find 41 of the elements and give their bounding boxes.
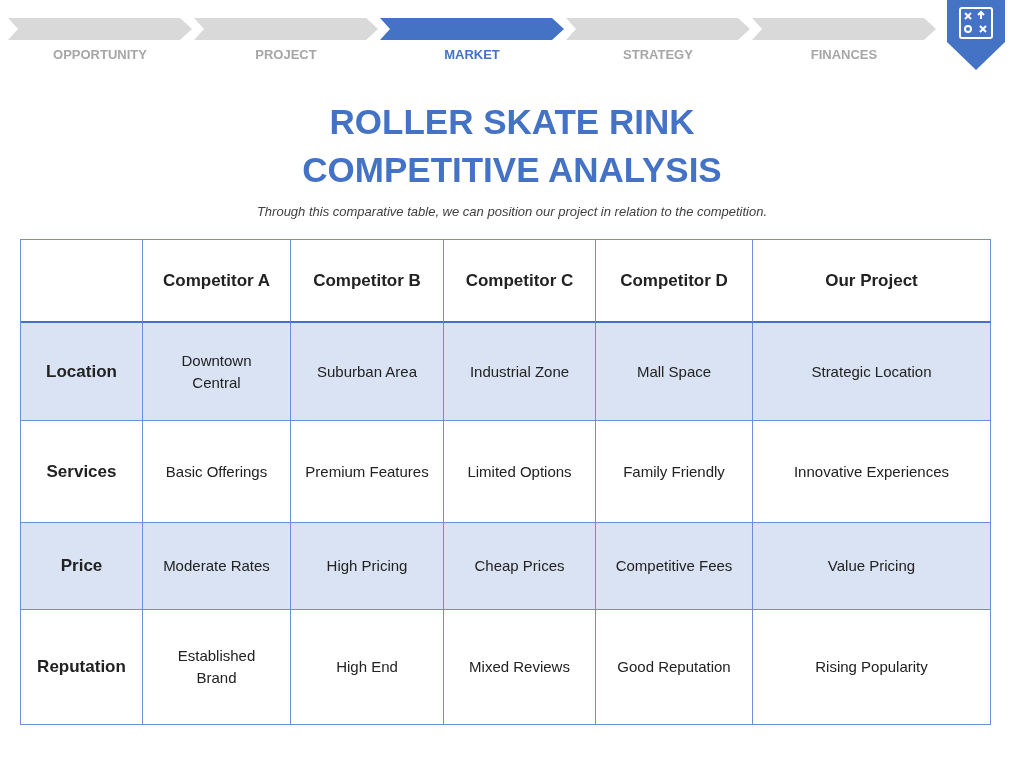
step-label: MARKET: [443, 47, 501, 62]
table-cell: Competitive Fees: [596, 523, 753, 610]
step-label: PROJECT: [254, 47, 318, 62]
table-cell: High End: [291, 610, 444, 725]
active-progress-step: [380, 18, 564, 40]
table-cell: Premium Features: [291, 421, 444, 523]
header-cell: Competitor C: [444, 240, 596, 323]
header-cell: Location: [21, 323, 143, 421]
table-cell: Established Brand: [143, 610, 291, 725]
step-label: FINANCES: [809, 47, 879, 62]
progress-step: [8, 18, 192, 40]
header-cell: Services: [21, 421, 143, 523]
header-cell: Our Project: [753, 240, 991, 323]
header-cell: Price: [21, 523, 143, 610]
header-cell: Competitor A: [143, 240, 291, 323]
header-cell: Competitor D: [596, 240, 753, 323]
step-label: OPPORTUNITY: [52, 47, 148, 62]
table-cell: Rising Popularity: [753, 610, 991, 725]
step-label: STRATEGY: [622, 47, 694, 62]
table-cell: High Pricing: [291, 523, 444, 610]
table-cell: Downtown Central: [143, 323, 291, 421]
progress-step: [566, 18, 750, 40]
table-cell: Strategic Location: [753, 323, 991, 421]
table-cell: Mall Space: [596, 323, 753, 421]
table-cell: Value Pricing: [753, 523, 991, 610]
progress-step: [752, 18, 936, 40]
table-cell: Mixed Reviews: [444, 610, 596, 725]
table-cell: Limited Options: [444, 421, 596, 523]
table-cell: Moderate Rates: [143, 523, 291, 610]
title: ROLLER SKATE RINK COMPETITIVE ANALYSIS: [301, 101, 723, 191]
table-cell: Industrial Zone: [444, 323, 596, 421]
caption: Through this comparative table, we can position our project in relation to the competition.: [255, 204, 769, 219]
table-cell: Family Friendly: [596, 421, 753, 523]
header-cell: Reputation: [21, 610, 143, 725]
table-cell: Innovative Experiences: [753, 421, 991, 523]
header-cell: Competitor B: [291, 240, 444, 323]
progress-step: [194, 18, 378, 40]
table-cell: Good Reputation: [596, 610, 753, 725]
table-cell: Suburban Area: [291, 323, 444, 421]
table-cell: Cheap Prices: [444, 523, 596, 610]
table-cell: Basic Offerings: [143, 421, 291, 523]
